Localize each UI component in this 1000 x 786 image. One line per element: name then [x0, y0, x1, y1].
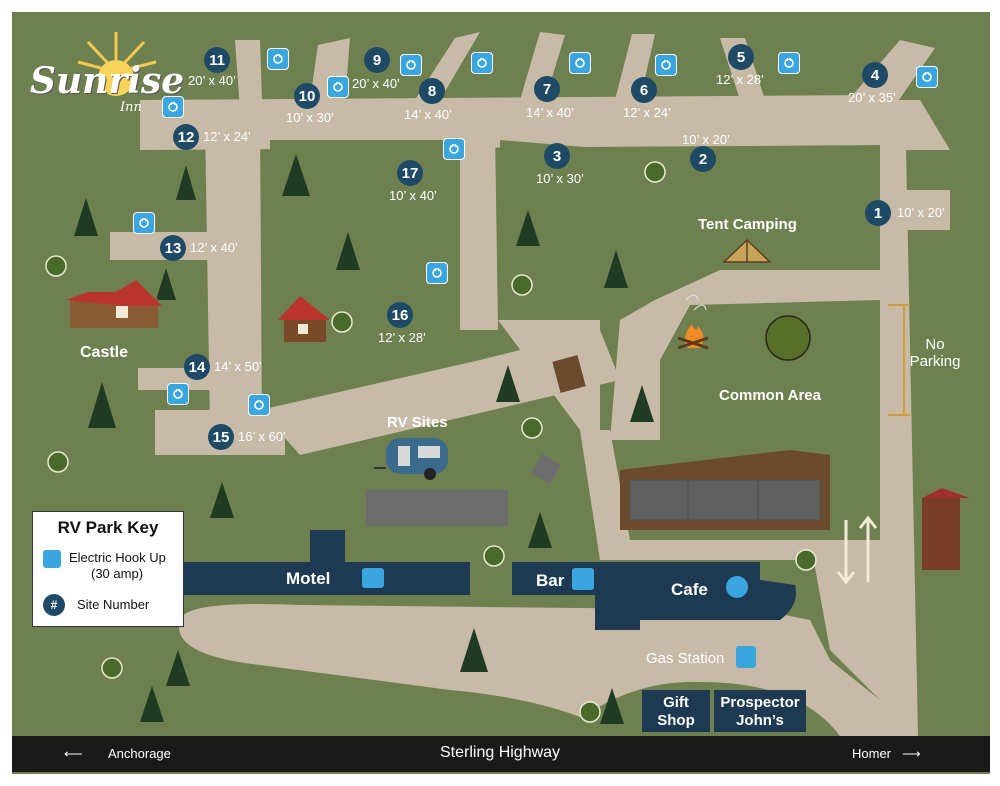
prospector-johns-label[interactable]: Prospector John’s — [720, 694, 800, 729]
electric-plug-icon[interactable] — [778, 52, 800, 74]
site-8-size: 14’ x 40’ — [404, 107, 452, 122]
cocktail-icon — [572, 568, 594, 590]
rv-trailer-icon — [374, 438, 448, 480]
electric-plug-icon[interactable] — [162, 96, 184, 118]
motel-label[interactable]: Motel — [286, 569, 331, 588]
tent-icon — [722, 238, 772, 263]
site-2-marker[interactable]: 2 — [690, 146, 716, 172]
electric-plug-icon[interactable] — [267, 48, 289, 70]
anchorage-label: Anchorage — [108, 746, 171, 761]
site-9-size: 20’ x 40’ — [352, 76, 400, 91]
burger-icon — [726, 576, 748, 598]
site-10-marker[interactable]: 10 — [294, 83, 320, 109]
highway-bar: ⟵ Anchorage Sterling Highway Homer ⟶ — [12, 736, 990, 772]
site-11-size: 20’ x 40’ — [188, 73, 236, 88]
bed-icon — [362, 568, 384, 588]
key-title: RV Park Key — [57, 518, 159, 537]
key-electric-amp: (30 amp) — [91, 566, 144, 581]
campfire-icon — [677, 294, 709, 350]
site-14-size: 14’ x 50’ — [214, 359, 262, 374]
anchorage-arrow: ⟵ — [64, 746, 83, 761]
site-7-marker[interactable]: 7 — [534, 76, 560, 102]
site-9-marker[interactable]: 9 — [364, 47, 390, 73]
site-17-size: 10’ x 40’ — [389, 188, 437, 203]
homer-arrow: ⟶ — [902, 746, 921, 761]
no-parking-label: No Parking — [909, 336, 961, 370]
key-electric-icon — [43, 550, 61, 568]
site-12-marker[interactable]: 12 — [173, 124, 199, 150]
electric-plug-icon[interactable] — [916, 66, 938, 88]
site-4-marker[interactable]: 4 — [862, 62, 888, 88]
electric-plug-icon[interactable] — [133, 212, 155, 234]
electric-plug-icon[interactable] — [426, 262, 448, 284]
site-4-size: 20’ x 35’ — [848, 90, 896, 105]
site-13-size: 12’ x 40’ — [190, 240, 238, 255]
site-15-size: 16’ x 60’ — [238, 429, 286, 444]
site-6-marker[interactable]: 6 — [631, 77, 657, 103]
rv-sites-label: RV Sites — [387, 414, 448, 431]
logo-sub: Inn — [120, 100, 142, 115]
site-3-marker[interactable]: 3 — [544, 143, 570, 169]
castle-cabin-icon — [66, 280, 162, 328]
homer-label: Homer — [852, 746, 892, 761]
electric-plug-icon[interactable] — [248, 394, 270, 416]
rv-park-key: RV Park Key Electric Hook Up (30 amp) # … — [32, 511, 184, 627]
sun-icon — [77, 32, 157, 96]
electric-plug-icon[interactable] — [167, 383, 189, 405]
electric-plug-icon[interactable] — [569, 52, 591, 74]
gas-pump-icon — [736, 646, 756, 668]
site-12-size: 12’ x 24’ — [203, 129, 251, 144]
electric-plug-icon[interactable] — [443, 138, 465, 160]
site-3-size: 10’ x 30’ — [536, 171, 584, 186]
tent-camping-label: Tent Camping — [698, 216, 797, 233]
gas-station-label[interactable]: Gas Station — [646, 650, 725, 667]
cabin-icon — [278, 296, 330, 342]
electric-plug-icon[interactable] — [471, 52, 493, 74]
site-7-size: 14’ x 40’ — [526, 105, 574, 120]
cafe-label[interactable]: Cafe — [671, 580, 708, 599]
site-10-size: 10’ x 30’ — [286, 110, 334, 125]
site-16-size: 12’ x 28’ — [378, 330, 426, 345]
highway-name: Sterling Highway — [440, 744, 561, 761]
site-5-size: 12’ x 28’ — [716, 72, 764, 87]
key-electric-label: Electric Hook Up — [69, 550, 166, 565]
site-16-marker[interactable]: 16 — [387, 302, 413, 328]
site-17-marker[interactable]: 17 — [397, 160, 423, 186]
key-site-icon: # — [43, 594, 65, 616]
site-13-marker[interactable]: 13 — [160, 235, 186, 261]
site-6-size: 12’ x 24’ — [623, 105, 671, 120]
electric-plug-icon[interactable] — [327, 76, 349, 98]
castle-label: Castle — [80, 344, 129, 361]
site-2-size: 10’ x 20’ — [682, 132, 730, 147]
gift-shop-label[interactable]: Gift Shop — [657, 694, 695, 729]
bar-label[interactable]: Bar — [536, 571, 565, 590]
key-site-label: Site Number — [77, 597, 150, 612]
electric-plug-icon[interactable] — [655, 54, 677, 76]
logo: Sunrise Inn — [28, 22, 184, 122]
common-area-label: Common Area — [719, 387, 821, 404]
logo-text: Sunrise — [30, 60, 185, 102]
site-1-size: 10’ x 20’ — [897, 205, 945, 220]
site-1-marker[interactable]: 1 — [865, 200, 891, 226]
site-14-marker[interactable]: 14 — [184, 354, 210, 380]
site-15-marker[interactable]: 15 — [208, 424, 234, 450]
site-5-marker[interactable]: 5 — [728, 44, 754, 70]
site-11-marker[interactable]: 11 — [204, 47, 230, 73]
electric-plug-icon[interactable] — [400, 54, 422, 76]
site-8-marker[interactable]: 8 — [419, 78, 445, 104]
